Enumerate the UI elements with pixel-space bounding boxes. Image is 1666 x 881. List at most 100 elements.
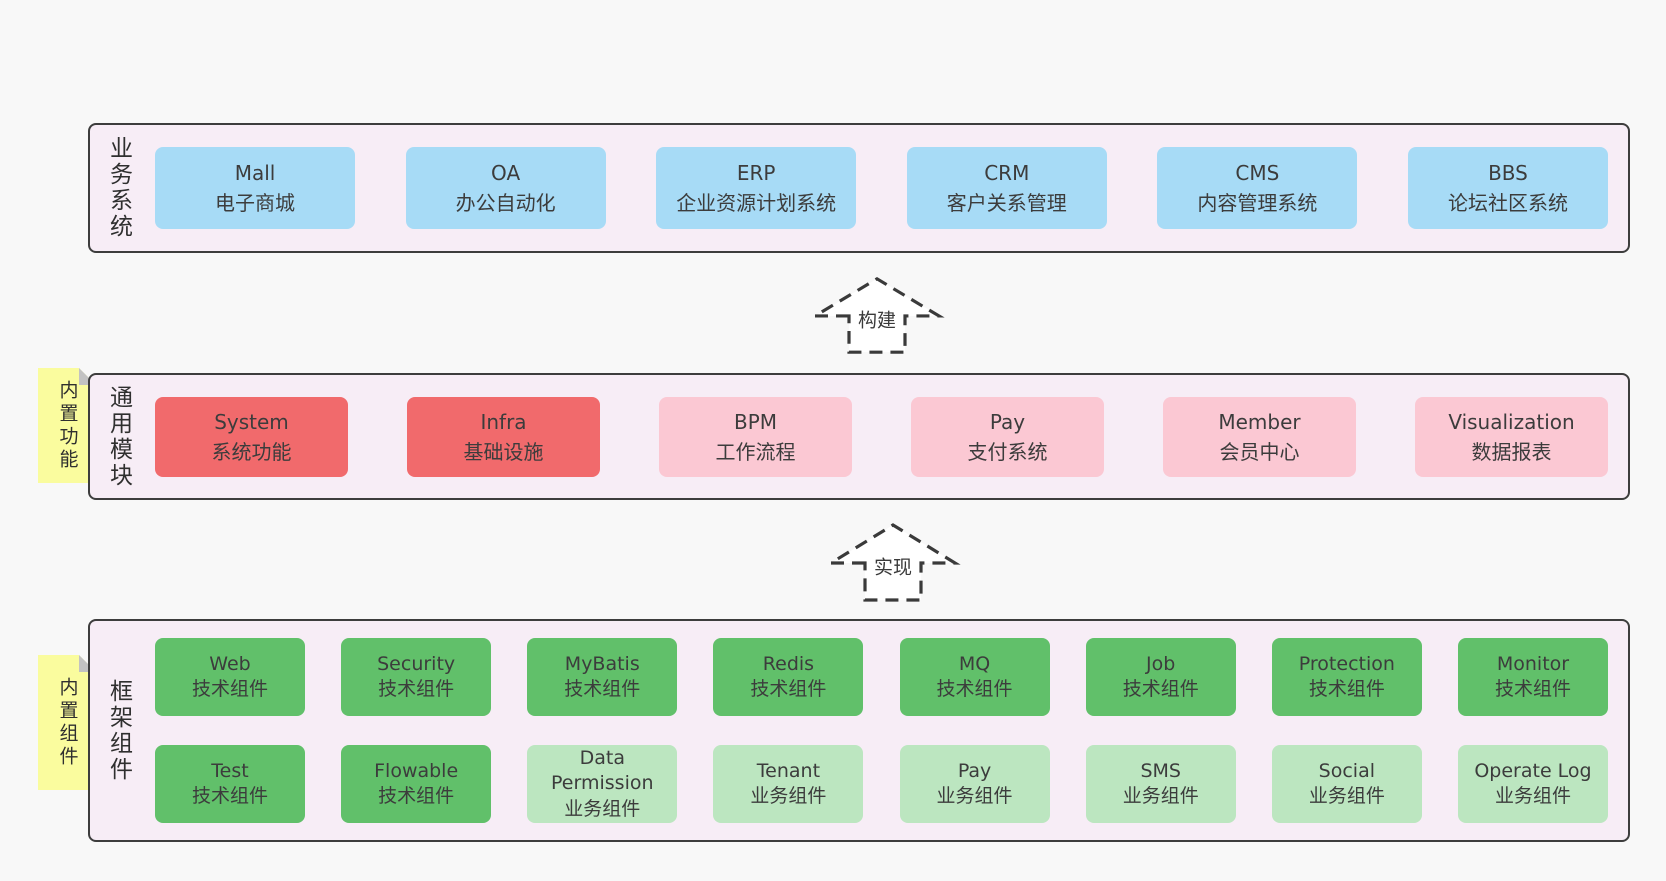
- box-subtitle: 技术组件: [750, 678, 827, 700]
- box-subtitle: 论坛社区系统: [1447, 191, 1568, 215]
- box-mybatis: MyBatis 技术组件: [527, 638, 678, 716]
- box-job: Job 技术组件: [1085, 638, 1236, 716]
- box-title: SMS: [1140, 759, 1181, 782]
- box-title: Web: [209, 652, 251, 675]
- implement-arrow: 实现: [823, 516, 963, 606]
- box-subtitle: 业务组件: [750, 785, 827, 807]
- component-row: System 系统功能 Infra 基础设施 BPM 工作流程 Pay 支付系统 Member 会…: [155, 396, 1608, 477]
- section-business-systems: 业务系统 Mall 电子商城 OA 办公自动化 ERP 企业资源计划系统 CRM 客户关系管理…: [88, 123, 1630, 253]
- box-subtitle: 业务组件: [1122, 785, 1199, 807]
- box-title: Flowable: [374, 759, 459, 782]
- section-rows: System 系统功能 Infra 基础设施 BPM 工作流程 Pay 支付系统 Member 会…: [155, 375, 1608, 498]
- box-subtitle: 内容管理系统: [1197, 191, 1318, 215]
- section-label: 业务系统: [105, 136, 132, 240]
- box-title: Monitor: [1496, 652, 1570, 675]
- box-subtitle: 技术组件: [564, 678, 641, 700]
- box-subtitle: 业务组件: [564, 797, 641, 820]
- box-title: MyBatis: [564, 652, 640, 675]
- box-title: Pay: [989, 409, 1026, 434]
- box-mq: MQ 技术组件: [899, 638, 1050, 716]
- section-label: 框架组件: [105, 678, 132, 783]
- box-subtitle: 技术组件: [1494, 678, 1571, 700]
- box-subtitle: 业务组件: [1308, 785, 1385, 807]
- box-title: MQ: [958, 652, 991, 675]
- box-subtitle: 技术组件: [378, 785, 455, 807]
- sticky-note-label: 内置组件: [56, 676, 79, 769]
- box-subtitle: 支付系统: [967, 439, 1048, 464]
- box-subtitle: 技术组件: [378, 678, 455, 700]
- box-title: Visualization: [1448, 409, 1575, 434]
- sticky-note-builtin-features: 内置功能: [38, 368, 96, 483]
- box-title: Social: [1318, 759, 1376, 782]
- box-subtitle: 技术组件: [1308, 678, 1385, 700]
- box-title: CRM: [984, 161, 1030, 185]
- component-row: Mall 电子商城 OA 办公自动化 ERP 企业资源计划系统 CRM 客户关系管理 CMS 内容…: [155, 147, 1608, 229]
- box-title: CMS: [1235, 161, 1280, 185]
- box-system: System 系统功能: [155, 396, 348, 477]
- box-subtitle: 企业资源计划系统: [676, 191, 837, 215]
- box-bbs: BBS 论坛社区系统: [1407, 147, 1608, 229]
- box-pay: Pay 业务组件: [899, 745, 1050, 823]
- sticky-note-label: 内置功能: [56, 379, 79, 472]
- box-tenant: Tenant 业务组件: [713, 745, 864, 823]
- box-title: Tenant: [756, 759, 821, 782]
- box-title: System: [214, 409, 289, 434]
- box-subtitle: 电子商城: [215, 191, 295, 215]
- box-title: Data Permission: [551, 747, 654, 795]
- box-title: Infra: [480, 409, 527, 434]
- box-subtitle: 客户关系管理: [946, 191, 1067, 215]
- box-visualization: Visualization 数据报表: [1415, 396, 1608, 477]
- box-subtitle: 工作流程: [715, 439, 796, 464]
- box-subtitle: 技术组件: [191, 785, 268, 807]
- box-subtitle: 技术组件: [936, 678, 1013, 700]
- box-redis: Redis 技术组件: [713, 638, 864, 716]
- box-title: Member: [1218, 409, 1301, 434]
- box-member: Member 会员中心: [1163, 396, 1356, 477]
- build-arrow-label: 构建: [853, 304, 901, 334]
- box-sms: SMS 业务组件: [1085, 745, 1236, 823]
- box-flowable: Flowable 技术组件: [341, 745, 492, 823]
- implement-arrow-label: 实现: [869, 551, 917, 581]
- box-cms: CMS 内容管理系统: [1157, 147, 1358, 229]
- box-subtitle: 基础设施: [463, 439, 544, 464]
- section-label: 通用模块: [105, 384, 132, 489]
- box-title: Test: [211, 759, 249, 782]
- box-social: Social 业务组件: [1271, 745, 1422, 823]
- box-subtitle: 数据报表: [1471, 439, 1552, 464]
- box-erp: ERP 企业资源计划系统: [656, 147, 857, 229]
- box-subtitle: 业务组件: [936, 785, 1013, 807]
- box-title: ERP: [736, 161, 776, 185]
- box-monitor: Monitor 技术组件: [1457, 638, 1608, 716]
- box-oa: OA 办公自动化: [405, 147, 606, 229]
- box-subtitle: 系统功能: [211, 439, 292, 464]
- section-rows: Mall 电子商城 OA 办公自动化 ERP 企业资源计划系统 CRM 客户关系管理 CMS 内容…: [155, 125, 1608, 251]
- box-subtitle: 业务组件: [1494, 785, 1571, 807]
- box-title: Mall: [234, 161, 276, 185]
- box-security: Security 技术组件: [341, 638, 492, 716]
- box-subtitle: 技术组件: [191, 678, 268, 700]
- box-bpm: BPM 工作流程: [659, 396, 852, 477]
- box-title: Pay: [957, 759, 992, 782]
- box-subtitle: 会员中心: [1219, 439, 1300, 464]
- box-operate-log: Operate Log 业务组件: [1457, 745, 1608, 823]
- box-title: Operate Log: [1474, 759, 1592, 782]
- build-arrow: 构建: [807, 270, 947, 358]
- box-title: Job: [1146, 652, 1176, 675]
- box-title: Security: [377, 652, 456, 675]
- box-subtitle: 办公自动化: [455, 191, 556, 215]
- box-infra: Infra 基础设施: [407, 396, 600, 477]
- box-title: BBS: [1488, 161, 1528, 185]
- box-title: BPM: [733, 409, 778, 434]
- box-title: Protection: [1298, 652, 1395, 675]
- box-web: Web 技术组件: [155, 638, 305, 716]
- box-crm: CRM 客户关系管理: [906, 147, 1107, 229]
- box-title: OA: [491, 161, 521, 185]
- box-title: Redis: [762, 652, 815, 675]
- box-protection: Protection 技术组件: [1271, 638, 1422, 716]
- box-subtitle: 技术组件: [1122, 678, 1199, 700]
